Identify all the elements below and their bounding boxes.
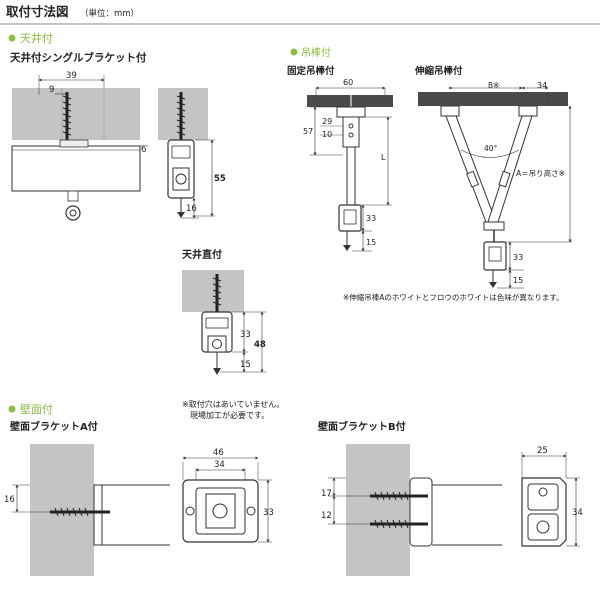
ceiling-direct-diagram: 33 48 15 [182, 270, 266, 375]
label-extendable-rod: 伸縮吊棒付 [414, 65, 463, 77]
dim-ext-angle: 40° [484, 144, 498, 153]
ceiling-single-bracket-front-view: 39 9 6 [11, 71, 148, 221]
unit-note: （単位：mm） [80, 8, 139, 19]
dim-fixed-33: 33 [366, 214, 376, 223]
fixed-rod-diagram: 60 57 29 10 L 33 15 [303, 78, 393, 252]
wall-bracket-a-side-view: 46 34 33 [182, 448, 274, 543]
note-direct-line1: ※取付穴はあいていません。 [182, 399, 284, 409]
dim-fixed-60: 60 [343, 78, 353, 87]
dim-ext-A: A＝吊り高さ※ [516, 168, 565, 178]
label-wall-bracket-a: 壁面ブラケットA付 [10, 420, 98, 433]
note-direct-line2: 現場加工が必要です。 [190, 410, 269, 420]
dim-wall-b-34: 34 [572, 508, 583, 518]
dim-fixed-29: 29 [322, 117, 332, 126]
dim-ext-33: 33 [513, 253, 523, 262]
dim-fixed-L: L [381, 153, 386, 162]
page-title: 取付寸法図 [6, 4, 69, 19]
wall-bracket-a-front-view: 16 [4, 444, 170, 576]
dim-wall-a-34: 34 [214, 460, 225, 470]
dim-wall-a-16: 16 [4, 495, 15, 505]
dim-wall-a-33: 33 [263, 508, 274, 518]
section-bullet-icon [290, 48, 298, 56]
label-wall-bracket-b: 壁面ブラケットB付 [318, 420, 406, 433]
dim-fixed-57: 57 [303, 127, 313, 136]
dim-direct-33: 33 [240, 330, 251, 340]
label-ceiling-single-bracket: 天井付シングルブラケット付 [10, 51, 147, 64]
dim-single-16: 16 [186, 204, 197, 214]
wall-bracket-b-side-view: 25 34 [521, 446, 583, 547]
label-ceiling-direct: 天井直付 [182, 248, 222, 261]
dim-single-9: 9 [49, 85, 54, 95]
dim-wall-a-46: 46 [213, 448, 224, 458]
dim-fixed-15: 15 [366, 238, 376, 247]
wall-bracket-b-front-view: 17 12 [321, 444, 502, 576]
dim-wall-b-25: 25 [537, 446, 548, 456]
section-bullet-icon [8, 405, 16, 413]
note-extendable-color: ※伸縮吊棒Aのホワイトとフロウのホワイトは色味が異なります。 [343, 292, 564, 302]
label-fixed-rod: 固定吊棒付 [287, 65, 335, 77]
ceiling-single-bracket-side-view: 55 16 [158, 88, 226, 219]
dim-wall-b-17: 17 [321, 489, 332, 499]
dim-single-39: 39 [66, 71, 77, 81]
dim-ext-34: 34 [537, 81, 547, 90]
dim-single-55: 55 [214, 174, 226, 184]
extendable-rod-diagram: B※ 34 40° A＝吊り高さ※ 33 15 [418, 81, 572, 289]
heading-hanging: 吊棒付 [301, 46, 331, 59]
dim-ext-15: 15 [513, 276, 523, 285]
dim-direct-15: 15 [240, 360, 251, 370]
dim-single-6: 6 [141, 145, 146, 155]
dim-ext-B: B※ [488, 81, 499, 90]
dim-wall-b-12: 12 [321, 511, 332, 521]
dim-direct-48: 48 [254, 340, 266, 350]
heading-ceiling: 天井付 [20, 31, 53, 45]
heading-wall: 壁面付 [20, 402, 53, 416]
section-bullet-icon [8, 34, 16, 42]
dim-fixed-10: 10 [322, 130, 332, 139]
